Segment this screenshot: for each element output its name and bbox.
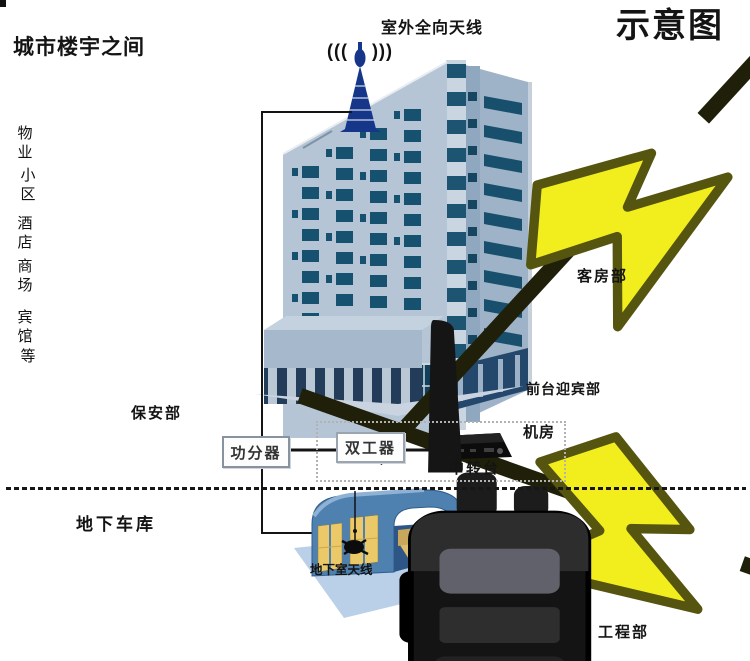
list-item-guesthouse: 宾馆 <box>17 309 33 345</box>
corner-artifact <box>0 0 6 7</box>
title-schematic: 示意图 <box>616 7 724 45</box>
ground-level-dashed-line <box>6 487 746 490</box>
power-divider-box: 功分器 <box>222 436 290 468</box>
building-illustration <box>254 60 532 438</box>
signal-waves-right-icon: ))) <box>372 41 393 61</box>
machine-room-box <box>316 421 566 482</box>
duplexer-box: 双工器 <box>336 432 405 463</box>
outdoor-antenna-label: 室外全向天线 <box>381 20 484 37</box>
machine-room-label: 机房 <box>523 424 556 441</box>
signal-waves-left-icon: ((( <box>327 41 348 61</box>
housekeeping-dept-label: 客房部 <box>577 268 629 285</box>
front-desk-dept-label: 前台迎宾部 <box>526 381 601 397</box>
basement-antenna-icon <box>341 491 369 556</box>
basement-antenna-label: 地下室天线 <box>310 563 373 577</box>
building-column-windows <box>468 92 477 344</box>
list-item-etc: 等 <box>20 348 36 365</box>
underground-garage-label: 地下车库 <box>76 515 156 534</box>
duplexer-label: 双工器 <box>344 440 396 457</box>
rooftop-antenna-icon <box>340 42 381 132</box>
building-podium <box>264 316 444 404</box>
engineering-dept-label: 工程部 <box>598 624 650 641</box>
list-item-community: 小区 <box>20 167 36 203</box>
repeater-label: 中转台 <box>449 460 501 477</box>
power-divider-label: 功分器 <box>230 444 282 462</box>
security-dept-label: 保安部 <box>131 405 183 422</box>
building-corner-stripes <box>446 64 466 386</box>
list-item-hotel: 酒店 <box>17 215 33 251</box>
list-item-mall: 商场 <box>17 258 33 294</box>
list-item-property: 物业 <box>17 125 33 161</box>
building-front-windows <box>292 109 421 325</box>
title-city-buildings: 城市楼宇之间 <box>13 36 145 59</box>
